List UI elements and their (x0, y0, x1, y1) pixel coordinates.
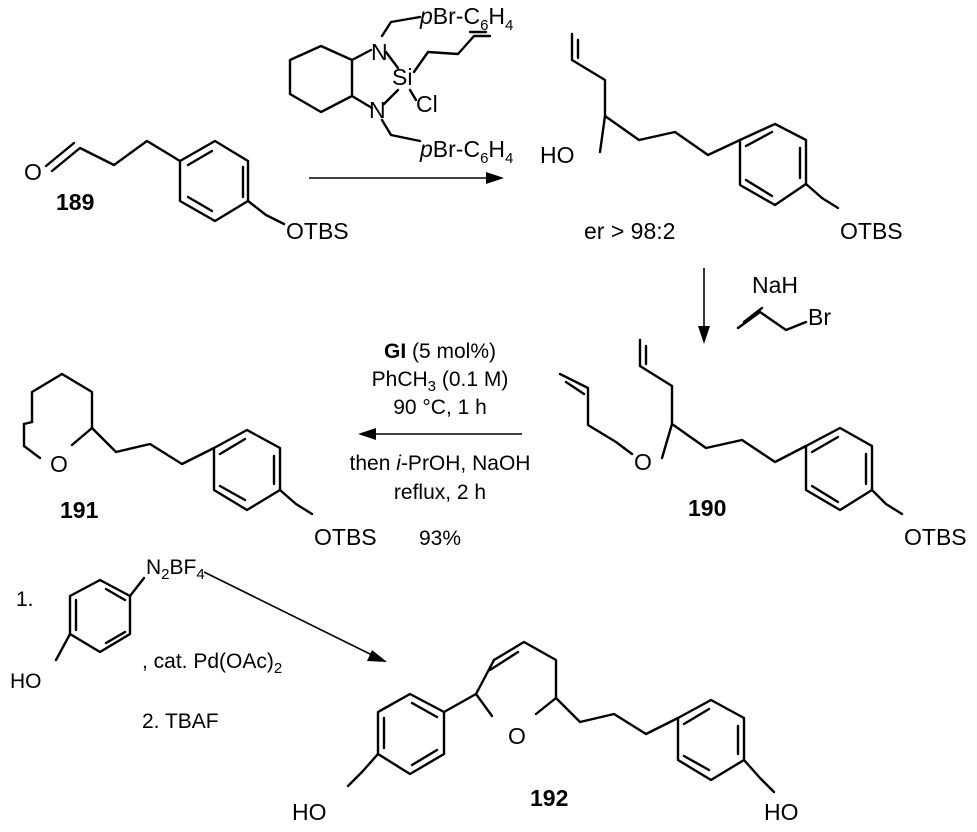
compound-191-structure (22, 372, 314, 516)
condition-yield: 93% (419, 527, 461, 550)
diazonium-salt-structure (54, 576, 146, 662)
allyl-bromide-structure (736, 310, 808, 332)
atom-HO-alcohol: HO (540, 142, 575, 168)
atom-OTBS-190: OTBS (904, 524, 967, 550)
atom-O-190: O (634, 449, 652, 475)
allyl-bromide-double-bond (742, 306, 764, 324)
compound-192-structure (346, 640, 776, 794)
atom-HO-192-left: HO (292, 799, 327, 825)
compound-189-structure (44, 139, 286, 226)
condition-reflux: reflux, 2 h (394, 481, 486, 504)
compound-label-192: 192 (530, 785, 568, 811)
reagent-NaH: NaH (752, 272, 798, 298)
compound-label-190: 190 (688, 495, 726, 521)
condition-palladium: , cat. Pd(OAc)2 (142, 650, 282, 677)
reaction-arrow-1 (309, 172, 504, 184)
reaction-arrow-2 (698, 268, 710, 344)
reaction-arrow-3 (358, 428, 522, 440)
step-number-2: 2. TBAF (142, 710, 219, 733)
condition-catalyst: GI (5 mol%) (384, 340, 496, 363)
step-number-1: 1. (16, 588, 34, 611)
atom-HO-192-right: HO (764, 799, 799, 825)
condition-solvent: PhCH3 (0.1 M) (372, 368, 509, 395)
group-pBrC6H4-lower: pBr-C6H4 (419, 136, 513, 167)
group-pBrC6H4-upper: pBr-C6H4 (419, 3, 513, 34)
atom-O-191: O (50, 451, 68, 477)
atom-Br: Br (808, 304, 831, 330)
condition-temperature: 90 °C, 1 h (393, 396, 487, 419)
atom-OTBS-alcohol: OTBS (840, 218, 903, 244)
homoallylic-alcohol-structure (570, 32, 840, 210)
enantiomeric-ratio: er > 98:2 (584, 218, 675, 244)
reaction-arrow-4 (203, 571, 387, 662)
atom-Cl: Cl (416, 91, 438, 117)
atom-N-upper: N (371, 39, 388, 65)
compound-190-structure (558, 338, 904, 516)
atom-O-189: O (24, 159, 42, 185)
compound-label-191: 191 (60, 497, 99, 523)
atom-O-192: O (508, 723, 526, 749)
atom-OTBS-189: OTBS (286, 218, 349, 244)
compound-label-189: 189 (56, 189, 94, 215)
atom-N-lower: N (369, 97, 386, 123)
allylsilane-reagent-structure (288, 15, 492, 143)
condition-then: then i-PrOH, NaOH (350, 452, 531, 475)
atom-Si: Si (392, 64, 412, 90)
atom-HO-diazonium: HO (10, 670, 42, 693)
group-N2BF4: N2BF4 (146, 556, 205, 583)
atom-OTBS-191: OTBS (314, 524, 377, 550)
